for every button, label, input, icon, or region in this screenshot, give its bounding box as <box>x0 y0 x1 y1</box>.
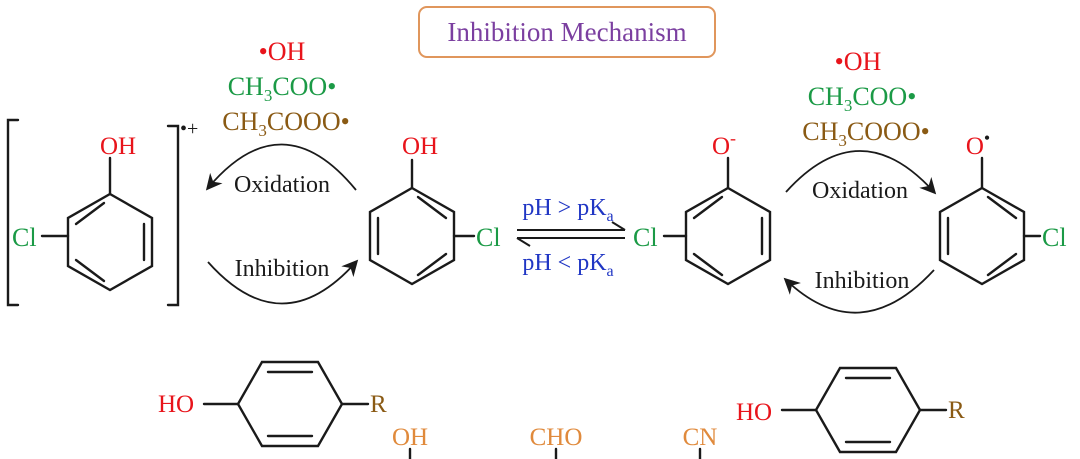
substituent-oh: OH <box>392 424 428 451</box>
bottom-ho-left: HO <box>158 391 194 418</box>
chlorophenol-structure: OH Cl <box>368 133 501 286</box>
cation-cl-label: Cl <box>12 223 37 252</box>
right-hydroxyl-radical: •OH <box>835 47 882 76</box>
inhibition-arrow-left <box>207 259 359 305</box>
phenol-cl-label: Cl <box>476 223 501 252</box>
bottom-ho-right: HO <box>736 399 772 426</box>
phenoxyl-radical-structure: O• Cl <box>938 128 1067 286</box>
chlorophenolate-structure: O- Cl <box>633 128 772 286</box>
inhibition-label-left: Inhibition <box>235 256 330 282</box>
substituent-cho: CHO <box>530 424 583 451</box>
phenol-oh-label: OH <box>402 133 438 160</box>
oxidation-arrow-right <box>785 150 937 195</box>
equilibrium-top-label: pH > pKa <box>522 195 613 225</box>
left-bracket <box>6 118 20 307</box>
bottom-phenol-left: HO R <box>158 360 387 448</box>
benzene-ring-phenol <box>368 186 456 286</box>
left-peracetate-radical: CH3COOO• <box>222 107 349 140</box>
inhibition-label-right: Inhibition <box>815 268 910 294</box>
oxidation-label-right: Oxidation <box>812 178 908 204</box>
right-acetate-radical: CH3COO• <box>808 82 917 115</box>
oxidation-label-left: Oxidation <box>234 172 330 198</box>
phenolate-cl-label: Cl <box>633 223 658 252</box>
bottom-r-left: R <box>370 391 387 418</box>
phenoxyl-cl-label: Cl <box>1042 223 1067 252</box>
diagram-title: Inhibition Mechanism <box>447 16 687 47</box>
cation-oh-label: OH <box>100 133 136 160</box>
substituent-cn: CN <box>683 424 718 451</box>
phenolate-o-label: O- <box>712 128 736 160</box>
benzene-ring-phenolate <box>684 186 772 286</box>
right-peracetate-radical: CH3COOO• <box>802 117 929 150</box>
left-acetate-radical: CH3COO• <box>228 72 337 105</box>
inhibition-arrow-right <box>783 269 935 314</box>
oxidation-arrow-left <box>205 143 357 191</box>
radical-cation-charge: •+ <box>180 118 198 140</box>
benzene-ring-cation <box>66 192 154 292</box>
radical-cation-structure: •+ OH Cl <box>6 118 198 307</box>
right-bracket <box>166 124 180 307</box>
phenoxyl-o-label: O• <box>966 128 990 160</box>
equilibrium-arrows: pH > pKa pH < pKa <box>516 195 626 280</box>
left-hydroxyl-radical: •OH <box>259 37 306 66</box>
equilibrium-bottom-label: pH < pKa <box>522 250 613 280</box>
bottom-phenol-right: HO R <box>736 366 965 454</box>
title-box: Inhibition Mechanism <box>418 6 716 58</box>
benzene-ring-phenoxyl <box>938 186 1026 286</box>
bottom-r-right: R <box>948 397 965 424</box>
